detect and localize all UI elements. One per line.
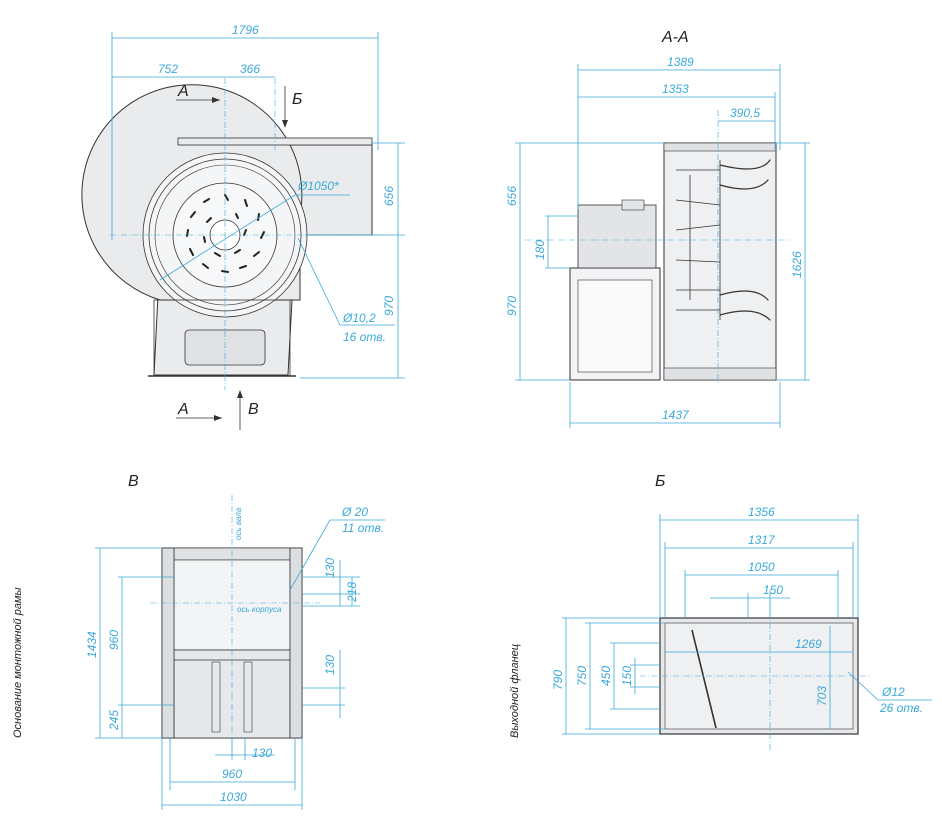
dim-656-aa: 656: [505, 186, 519, 206]
section-aa-title: А-А: [661, 29, 689, 46]
hole-dia-v: Ø 20: [341, 505, 368, 519]
dim-1389: 1389: [667, 55, 694, 69]
section-v-bottom-label: В: [248, 401, 259, 418]
dim-750: 750: [575, 666, 589, 686]
dim-1317: 1317: [748, 533, 776, 547]
dim-1434: 1434: [85, 631, 99, 658]
motor-block: [577, 204, 657, 269]
dim-1356: 1356: [748, 505, 775, 519]
impeller-blades: [186, 194, 265, 273]
front-view: 1796 752 366 656 970 Ø1050* Ø10,2 16 отв…: [81, 23, 405, 430]
dim-130-b: 130: [323, 655, 337, 675]
hole-count-b: 26 отв.: [879, 701, 923, 715]
dim-656-front: 656: [382, 186, 396, 206]
view-v-side-label: Основание монтожной рамы: [12, 587, 24, 738]
dim-130-a: 130: [323, 558, 337, 578]
body-axis-label: ось корпуса: [237, 605, 282, 614]
dim-1050: 1050: [748, 560, 775, 574]
dim-1353: 1353: [662, 82, 689, 96]
section-b-top-label: Б: [292, 91, 302, 108]
dim-holes-count: 16 отв.: [343, 330, 386, 344]
dim-703: 703: [815, 686, 829, 706]
dim-1269: 1269: [795, 637, 822, 651]
section-a-top-label: А: [177, 83, 189, 100]
dim-970-aa: 970: [505, 296, 519, 316]
dim-1437: 1437: [662, 408, 690, 422]
hole-count-v: 11 отв.: [342, 521, 384, 535]
dim-218: 218: [345, 582, 359, 603]
dim-150-h: 150: [620, 666, 634, 686]
view-b-side-label: Выходной фланец: [509, 644, 521, 738]
dim-390-5: 390,5: [730, 106, 760, 120]
dim-960-v: 960: [107, 630, 121, 650]
dim-180: 180: [533, 240, 547, 260]
dim-impeller-dia: Ø1050*: [297, 179, 339, 193]
dim-752: 752: [158, 62, 178, 76]
dim-1030: 1030: [220, 790, 247, 804]
dim-245: 245: [107, 710, 121, 731]
dim-1626: 1626: [790, 251, 804, 278]
dim-970-front: 970: [382, 296, 396, 316]
dim-366: 366: [240, 62, 260, 76]
view-b-title: Б: [655, 473, 665, 490]
view-b: Б Выходной фланец 1356 1317 1050 150 126…: [509, 473, 932, 750]
hole-dia-b: Ø12: [881, 685, 905, 699]
dim-holes-dia: Ø10,2: [342, 311, 376, 325]
section-aa-view: А-А 1389: [505, 29, 810, 428]
dim-150-w: 150: [763, 583, 783, 597]
view-v-title: В: [128, 473, 139, 490]
dim-1796: 1796: [232, 23, 259, 37]
dim-790: 790: [551, 670, 565, 690]
dim-450: 450: [599, 666, 613, 686]
view-v: В Основание монтожной рамы ось вала ось …: [12, 473, 385, 810]
shaft-axis-label: ось вала: [234, 507, 243, 540]
section-a-bottom-label: А: [177, 401, 189, 418]
dim-960-w: 960: [222, 767, 242, 781]
dim-130-w: 130: [252, 746, 272, 760]
